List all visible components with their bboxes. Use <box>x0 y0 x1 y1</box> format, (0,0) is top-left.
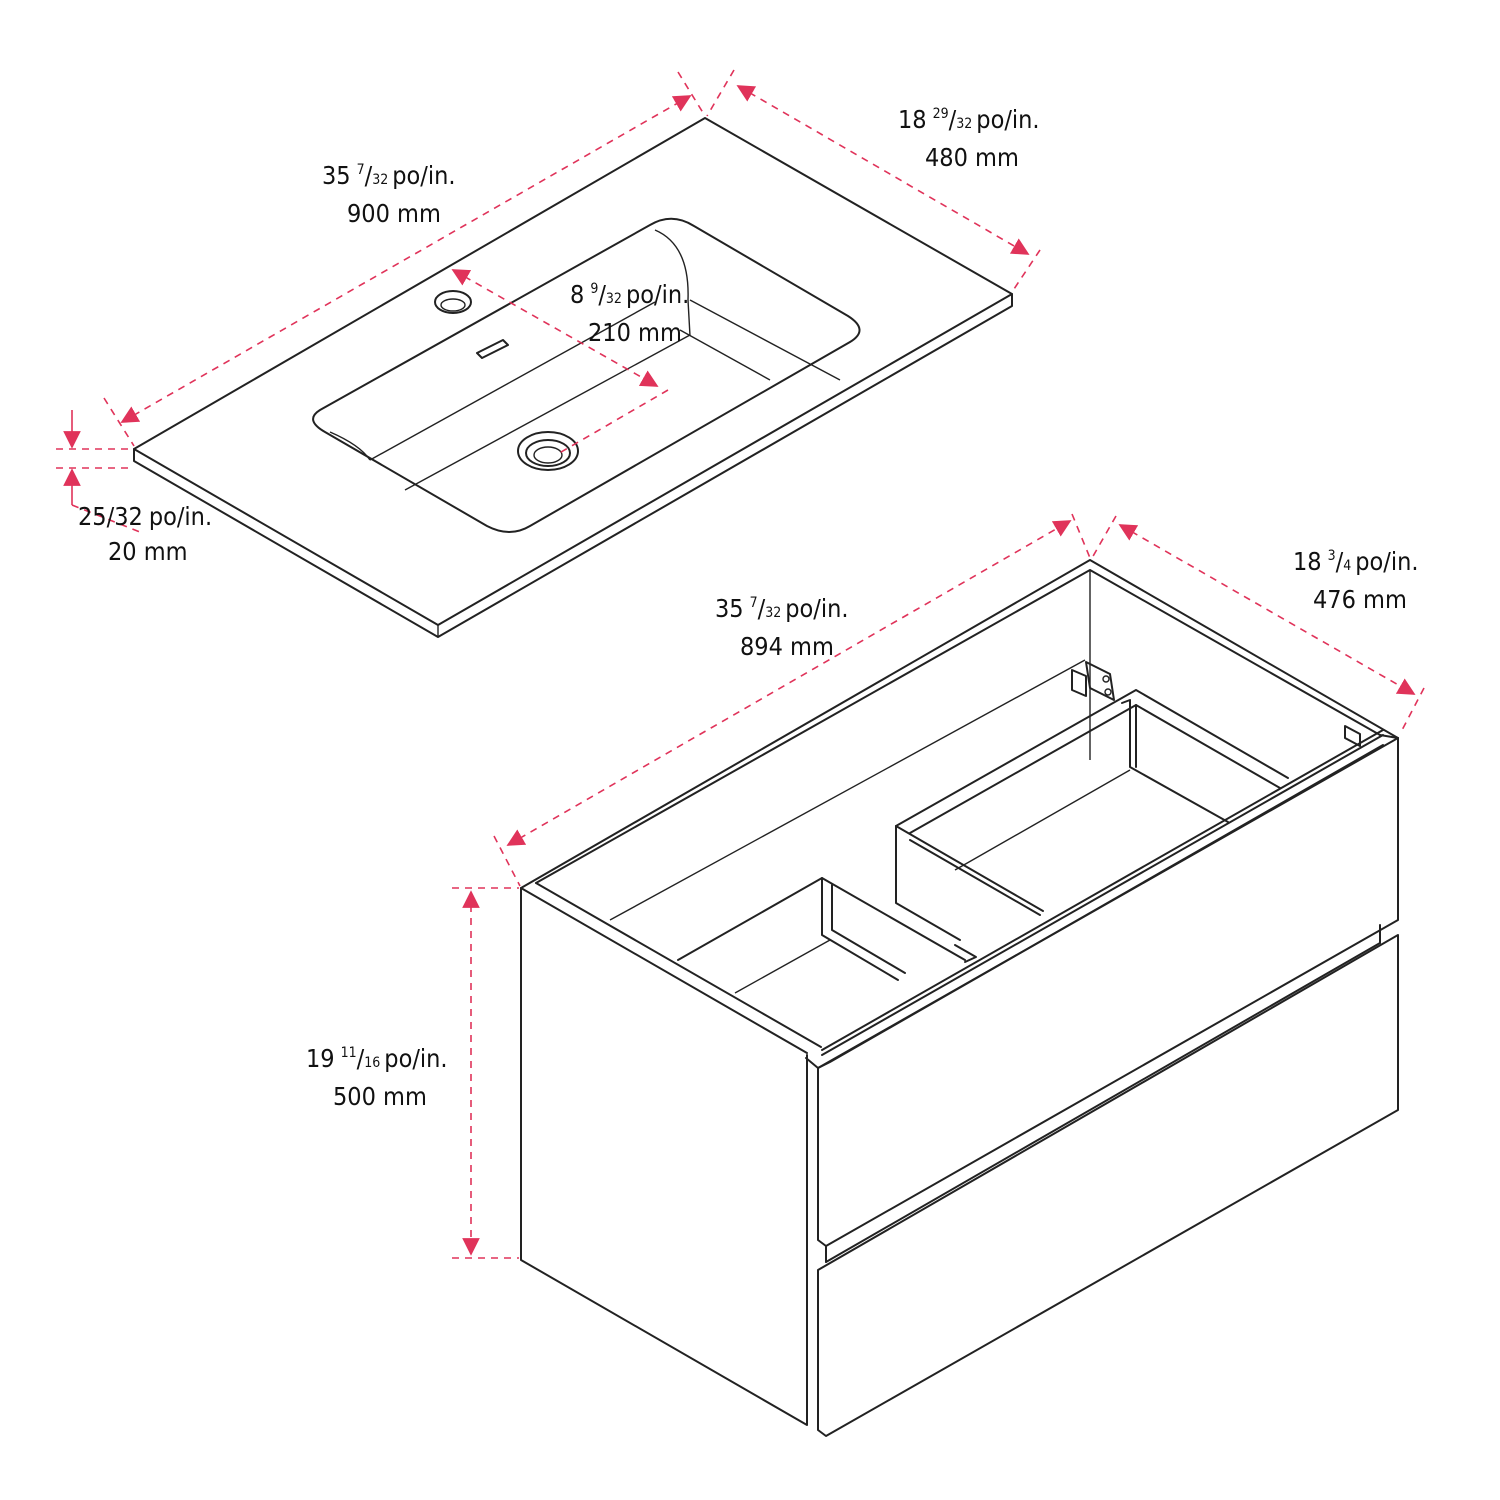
top-depth-dimension <box>706 69 1041 293</box>
top-width-dimension <box>103 71 706 447</box>
top-depth-metric-label: 480 mm <box>925 143 1019 172</box>
inner-drawer-left <box>677 877 977 994</box>
cabinet-height-metric-label: 500 mm <box>333 1082 427 1111</box>
top-thickness-dimension <box>56 410 141 533</box>
cabinet-height-dimension <box>452 887 519 1259</box>
cabinet-width-dimension <box>493 513 1091 887</box>
drain-icon <box>517 431 579 471</box>
cabinet-width-metric-label: 894 mm <box>740 632 834 661</box>
lower-drawer-front <box>817 924 1399 1437</box>
cabinet-drawing <box>452 513 1425 1437</box>
vanity-top-drawing <box>56 69 1041 638</box>
top-width-metric-label: 900 mm <box>347 199 441 228</box>
top-thickness-metric-label: 20 mm <box>108 537 188 566</box>
cabinet-depth-metric-label: 476 mm <box>1313 585 1407 614</box>
faucet-hole-icon <box>434 290 472 314</box>
inner-drawer-right <box>895 689 1289 941</box>
overflow-slot-icon <box>476 339 509 359</box>
cabinet-depth-dimension <box>1091 515 1425 735</box>
mounting-bracket-icon <box>1071 661 1115 701</box>
vanity-top-edge <box>133 293 1013 638</box>
mounting-bracket-right-icon <box>1344 725 1361 747</box>
vanity-top-outline <box>133 117 1013 626</box>
basin-depth-dimension <box>451 269 669 456</box>
cabinet-left-side <box>520 887 808 1426</box>
cabinet-top-back-edge <box>520 559 1399 889</box>
upper-drawer-front <box>805 734 1399 1263</box>
basin-depth-metric-label: 210 mm <box>588 318 682 347</box>
